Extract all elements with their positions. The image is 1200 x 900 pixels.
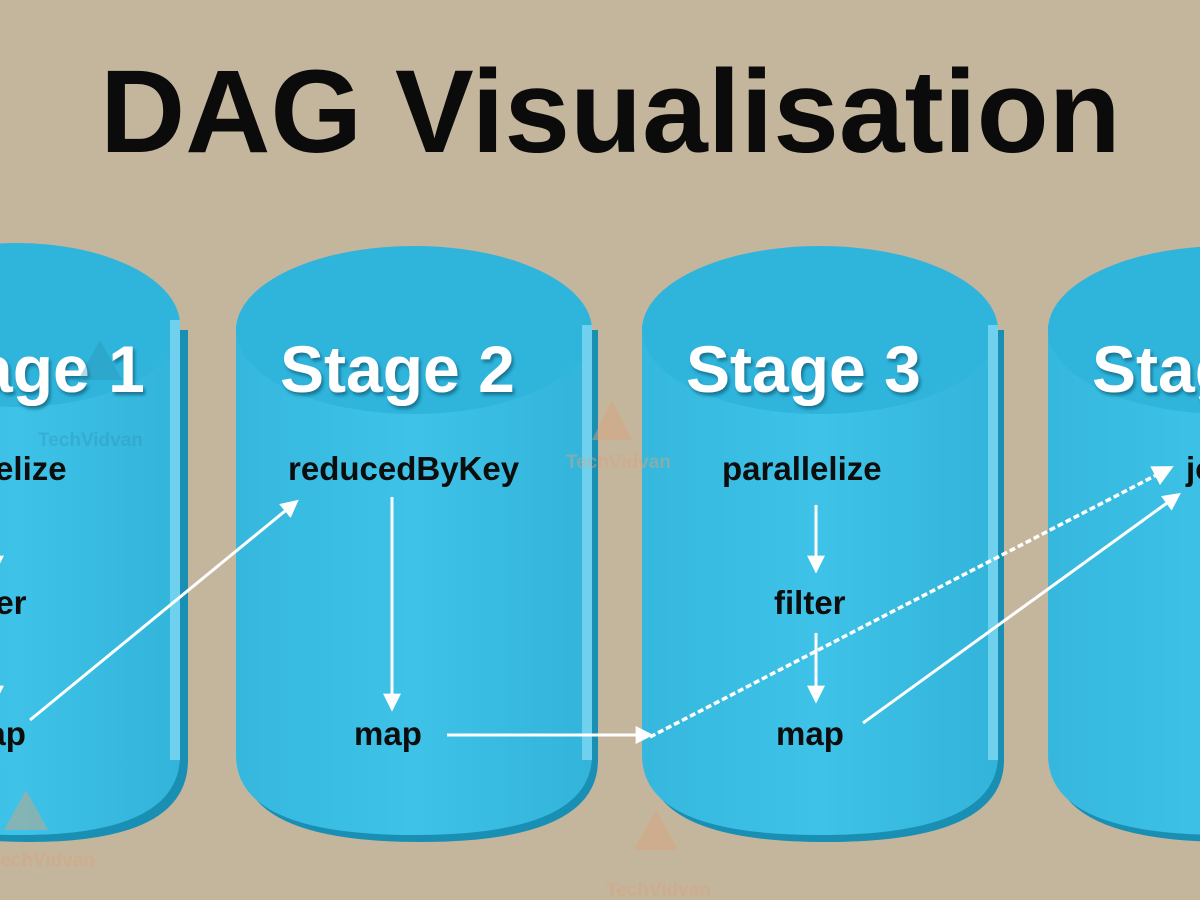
stage-3-cylinder-rim	[988, 325, 998, 760]
stage-1-op-map: map	[0, 715, 26, 752]
watermark-text-part1: Tech	[0, 850, 33, 871]
stage-1-cylinder: Stage 1 parallelize filter map	[0, 243, 188, 842]
stage-2-op-map: map	[354, 715, 422, 752]
stage-2-cylinder-body	[236, 325, 592, 835]
stage-2-cylinder-rim	[582, 325, 592, 760]
stage-3-cylinder-body	[642, 325, 998, 835]
watermark-icon	[592, 400, 632, 440]
watermark-icon	[634, 810, 678, 850]
svg-text:TechVidvan: TechVidvan	[0, 850, 95, 871]
stage-4-op-join: join	[1185, 450, 1200, 487]
svg-text:TechVidvan: TechVidvan	[566, 452, 671, 473]
stage-1-cylinder-top	[0, 243, 180, 407]
watermark-text-part2: Vidvan	[33, 850, 95, 871]
watermark-logo-4: TechVidvan	[606, 810, 711, 900]
watermark-text-part1: Tech	[38, 430, 81, 451]
stage-4-label: Stage 4	[1092, 332, 1200, 406]
svg-text:TechVidvan: TechVidvan	[38, 430, 143, 451]
stage-2-op-reducedbykey: reducedByKey	[288, 450, 520, 487]
stage-4-cylinder-top	[1048, 246, 1200, 414]
stage-3-op-filter: filter	[774, 584, 846, 621]
stage-4-cylinder: Stage 4 join	[1048, 246, 1200, 842]
stage-2-label: Stage 2	[280, 332, 515, 406]
watermark-text-part2: Vidvan	[649, 880, 711, 900]
arrow-stage3-dashed-to-join	[649, 466, 1174, 739]
watermark-logo-2: TechVidvan	[566, 400, 671, 473]
watermark-text-part2: Vidvan	[609, 452, 671, 473]
watermark-text-part1: Tech	[566, 452, 609, 473]
stage-1-label: Stage 1	[0, 332, 145, 406]
stage-4-cylinder-body	[1048, 325, 1200, 835]
stage-3-cylinder: Stage 3 parallelize filter map	[642, 246, 1004, 842]
stage-3-op-parallelize: parallelize	[722, 450, 882, 487]
watermark-logo-1: TechVidvan	[38, 340, 143, 451]
stage-1-op-filter: filter	[0, 584, 27, 621]
watermark-text-part1: Tech	[606, 880, 649, 900]
arrow-stage1-map-to-stage2-reduced	[29, 499, 299, 722]
stage-2-cylinder-top	[236, 246, 592, 414]
stage-3-cylinder-top	[642, 246, 998, 414]
watermark-text-part2: Vidvan	[81, 430, 143, 451]
stage-1-op-parallelize: parallelize	[0, 450, 67, 487]
arrow-stage3-map-to-join	[862, 492, 1181, 725]
watermark-icon	[4, 790, 48, 830]
stage-3-label: Stage 3	[686, 332, 921, 406]
stage-2-cylinder: Stage 2 reducedByKey map	[236, 246, 598, 842]
stage-1-cylinder-rim	[170, 320, 180, 760]
watermark-logo-3: TechVidvan	[0, 790, 95, 871]
stage-3-op-map: map	[776, 715, 844, 752]
page-title: DAG Visualisation	[100, 46, 1121, 178]
watermark-icon	[78, 340, 122, 380]
svg-text:TechVidvan: TechVidvan	[606, 880, 711, 900]
